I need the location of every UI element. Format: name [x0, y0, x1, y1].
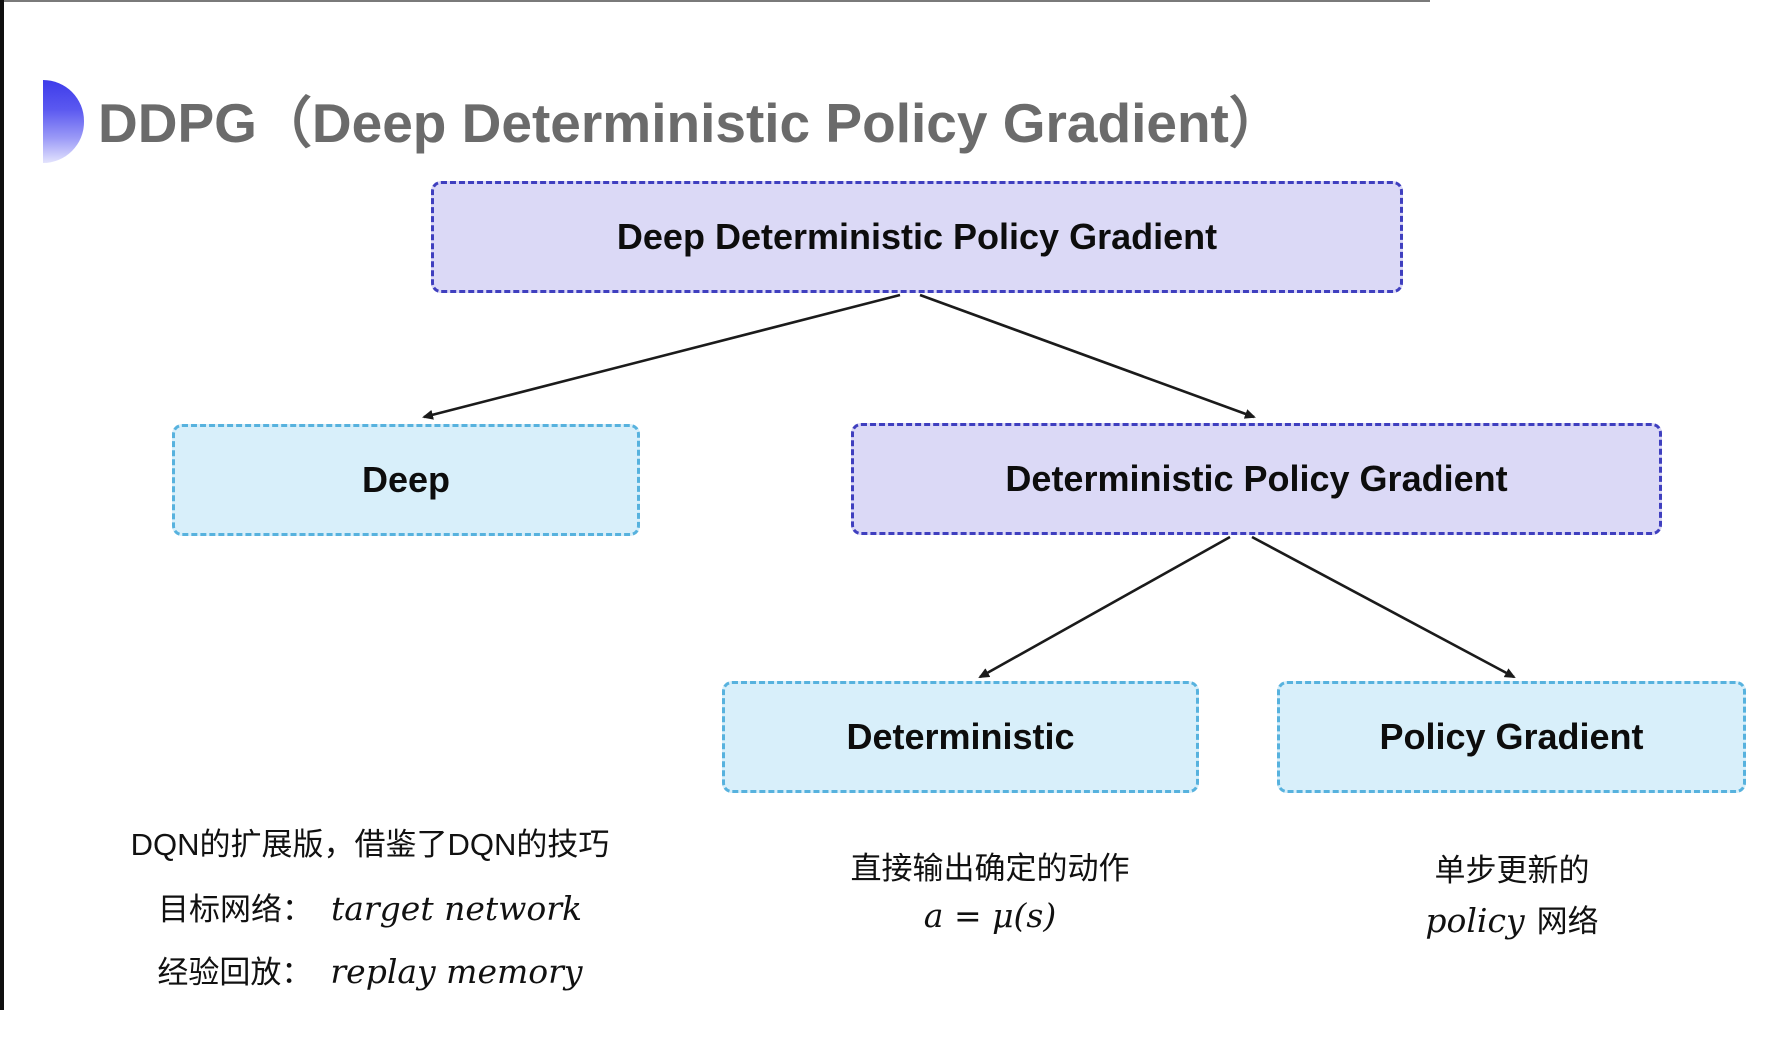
node-deterministic-policy-gradient: Deterministic Policy Gradient — [851, 423, 1662, 535]
node-label: Deterministic — [846, 716, 1075, 757]
notes-deep: DQN的扩展版，借鉴了DQN的技巧 目标网络： target network 经… — [110, 824, 630, 992]
note-replay-memory: 经验回放： replay memory — [110, 947, 630, 992]
frame-top-border — [0, 0, 1430, 2]
arrow-root-to-dpg — [919, 293, 1256, 419]
notes-deterministic: 直接输出确定的动作 a = μ(s) — [790, 848, 1190, 935]
target-network-label: 目标网络： — [157, 892, 313, 927]
node-label: Deep Deterministic Policy Gradient — [616, 216, 1218, 257]
note-deterministic-action: 直接输出确定的动作 — [850, 851, 1130, 886]
notes-policy-gradient: 单步更新的 policy 网络 — [1312, 850, 1712, 941]
replay-memory-label: 经验回放： — [157, 955, 313, 990]
note-target-network: 目标网络： target network — [110, 884, 630, 929]
target-network-value: target network — [330, 889, 583, 928]
node-label: Policy Gradient — [1379, 716, 1644, 757]
note-policy-network: policy 网络 — [1312, 896, 1712, 941]
title-bullet-icon — [43, 80, 84, 163]
arrow-dpg-to-policy-gradient — [1251, 535, 1516, 679]
node-deep: Deep — [172, 424, 640, 536]
note-single-step-update: 单步更新的 — [1434, 853, 1590, 888]
arrow-dpg-to-deterministic — [978, 535, 1231, 679]
node-deterministic: Deterministic — [722, 681, 1199, 793]
arrow-root-to-deep — [422, 293, 901, 420]
policy-word-italic: policy — [1425, 901, 1525, 940]
node-label: Deep — [361, 459, 451, 500]
frame-left-border — [0, 0, 4, 1010]
node-policy-gradient: Policy Gradient — [1277, 681, 1746, 793]
node-label: Deterministic Policy Gradient — [1005, 458, 1508, 499]
page-title: DDPG（Deep Deterministic Policy Gradient） — [98, 92, 1284, 154]
node-deep-deterministic-policy-gradient: Deep Deterministic Policy Gradient — [431, 181, 1403, 293]
replay-memory-value: replay memory — [330, 952, 583, 991]
formula-a-equals-mu-s: a = μ(s) — [923, 896, 1057, 935]
network-word: 网络 — [1536, 904, 1599, 939]
note-dqn-extension: DQN的扩展版，借鉴了DQN的技巧 — [130, 827, 610, 862]
